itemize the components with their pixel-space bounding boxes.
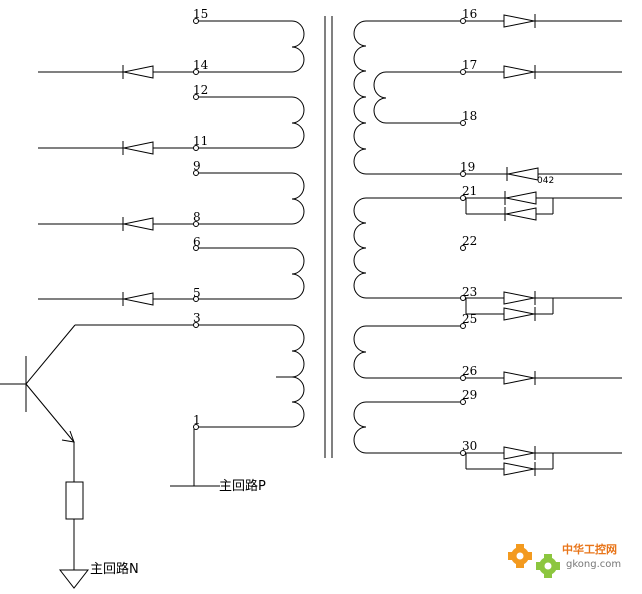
terminal-node-1: [193, 424, 199, 430]
label-26: 26: [462, 364, 477, 378]
winding-12-11: [38, 94, 305, 155]
label-6: 6: [193, 235, 201, 249]
label-3: 3: [193, 311, 201, 325]
diode-26: [503, 371, 536, 385]
label-12: 12: [193, 83, 208, 97]
winding-6-5: [38, 245, 305, 306]
terminal-node-15: [193, 18, 199, 24]
winding-9-8: [38, 170, 305, 231]
transistor-symbol: [0, 324, 90, 589]
diode-5: [122, 292, 154, 306]
winding-16-19: [353, 14, 622, 181]
label-15: 15: [193, 7, 208, 21]
label-23: 23: [462, 285, 477, 299]
winding-29-30: [353, 399, 622, 476]
label-9: 9: [193, 159, 201, 173]
main-loop-n-label: 主回路N: [90, 561, 139, 577]
label-29: 29: [462, 388, 477, 402]
diode-19: [506, 167, 539, 181]
terminal-node-26: [460, 375, 466, 381]
winding-25-26: [353, 323, 622, 385]
watermark-url: gkong.com: [566, 559, 621, 570]
watermark: 中华工控网 gkong.com: [508, 542, 621, 578]
ground-symbol: [58, 569, 90, 589]
label-5: 5: [193, 286, 201, 300]
label-30: 30: [462, 439, 477, 453]
terminal-node-12: [193, 94, 199, 100]
label-16: 16: [462, 7, 477, 21]
label-18: 18: [462, 109, 477, 123]
watermark-cn: 中华工控网: [562, 542, 617, 556]
terminal-node-17: [460, 69, 466, 75]
label-22: 22: [462, 234, 477, 248]
label-17: 17: [462, 58, 477, 72]
terminal-node-16: [460, 18, 466, 24]
label-11: 11: [193, 134, 208, 148]
diode-16: [503, 14, 536, 28]
winding-15-14: [38, 18, 305, 79]
gear-icon: [508, 544, 560, 578]
terminal-node-6: [193, 245, 199, 251]
diode-8: [122, 217, 154, 231]
label-19: 19: [460, 160, 475, 174]
diode-pair-21: [465, 191, 554, 221]
terminal-node-22: [460, 245, 466, 251]
main-loop-p-label: 主回路P: [219, 478, 266, 494]
label-8: 8: [193, 210, 201, 224]
label-21: 21: [462, 184, 477, 198]
label-1: 1: [193, 413, 201, 427]
terminal-node-9: [193, 170, 199, 176]
code-042: 042: [537, 176, 554, 186]
diode-pair-23: [465, 291, 554, 321]
terminal-node-25: [460, 323, 466, 329]
label-25: 25: [462, 312, 477, 326]
diode-14: [122, 65, 154, 79]
terminal-node-29: [460, 399, 466, 405]
diode-pair-30: [465, 446, 554, 476]
terminal-node-18: [460, 120, 466, 126]
resistor: [65, 481, 84, 520]
winding-21-23: [353, 191, 622, 321]
terminal-node-19: [460, 171, 466, 177]
winding-3-1: [75, 322, 305, 487]
label-14: 14: [193, 58, 209, 72]
diode-11: [122, 141, 154, 155]
diode-17: [503, 65, 536, 79]
